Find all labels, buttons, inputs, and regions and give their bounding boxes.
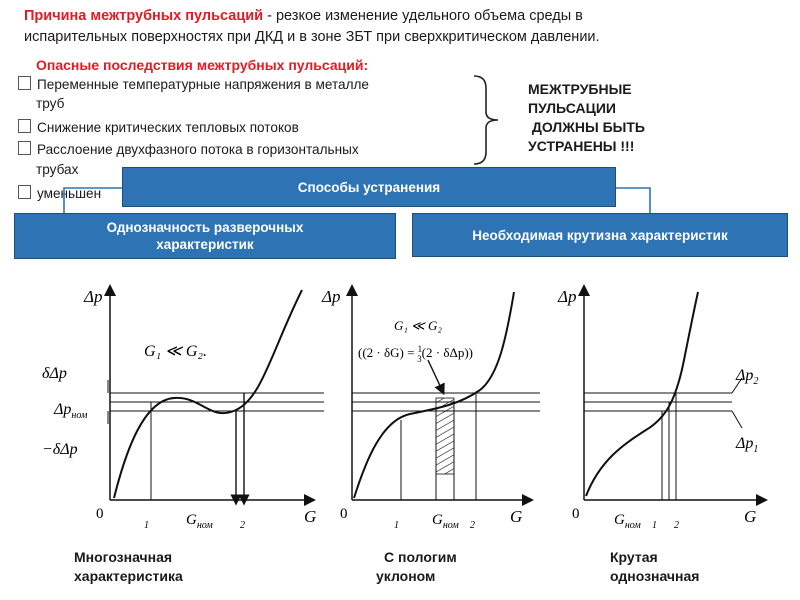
- consequence-item: Переменные температурные напряжения в ме…: [18, 76, 478, 94]
- steepness-box: Необходимая крутизна характеристик: [412, 213, 788, 257]
- g-axis-label: G: [744, 507, 756, 526]
- plus-delta-label: δΔp: [42, 365, 67, 382]
- callout-text: МЕЖТРУБНЫЕ ПУЛЬСАЦИИ ДОЛЖНЫ БЫТЬ УСТРАНЕ…: [528, 81, 645, 154]
- graph-multivalued: Δp G 0 G₁ ≪ G₂. δΔp Δpном −δΔp 1 Gном 2: [42, 284, 324, 531]
- g2-tick: 2: [240, 520, 245, 531]
- checkbox-icon: [18, 185, 31, 199]
- dp-axis-label: Δp: [83, 287, 102, 306]
- intro-title: Причина межтрубных пульсаций: [24, 8, 264, 24]
- relation-label: G₁ ≪ G₂: [394, 318, 442, 333]
- graph-steep: Δp G 0 Δp2 Δp1 Gном 1 2: [557, 284, 768, 531]
- consequence-item-cont: труб: [36, 96, 65, 111]
- dp2-label: Δp2: [735, 367, 758, 387]
- nominal-dp-label: Δpном: [53, 401, 88, 421]
- g1-tick: 1: [144, 520, 149, 531]
- consequences-title: Опасные последствия межтрубных пульсаций…: [36, 57, 369, 73]
- intro-paragraph: Причина межтрубных пульсаций - резкое из…: [24, 6, 744, 48]
- relation-label: G₁ ≪ G₂.: [144, 343, 207, 360]
- dp-axis-label: Δp: [557, 287, 576, 306]
- zero-label: 0: [96, 506, 104, 522]
- checkbox-icon: [18, 141, 31, 155]
- g1-tick: 1: [394, 520, 399, 531]
- checkbox-icon: [18, 119, 31, 133]
- dp1-label: Δp1: [735, 435, 758, 455]
- consequence-item: Снижение критических тепловых потоков: [18, 119, 478, 137]
- consequence-item: Расслоение двухфазного потока в горизонт…: [18, 141, 478, 159]
- zero-label: 0: [340, 506, 348, 522]
- g-axis-label: G: [304, 507, 316, 526]
- characteristic-curve: [113, 289, 303, 499]
- minus-delta-label: −δΔp: [42, 441, 78, 458]
- checkbox-icon: [18, 76, 31, 90]
- g1-tick: 1: [652, 520, 657, 531]
- gnom-tick: Gном: [432, 512, 459, 531]
- curly-brace-icon: [473, 75, 499, 165]
- g2-tick: 2: [470, 520, 475, 531]
- intro-text-1: - резкое изменение удельного объема сред…: [263, 8, 583, 24]
- g2-tick: 2: [674, 520, 679, 531]
- gnom-tick: Gном: [614, 512, 641, 531]
- zero-label: 0: [572, 506, 580, 522]
- g-axis-label: G: [510, 507, 522, 526]
- methods-box: Способы устранения: [122, 167, 616, 207]
- consequence-item-cont: трубах: [36, 162, 79, 177]
- gnom-tick: Gном: [186, 512, 213, 531]
- characteristic-curve: [585, 291, 699, 497]
- dp-axis-label: Δp: [321, 287, 340, 306]
- intro-text-2: испарительных поверхностях при ДКД и в з…: [24, 29, 600, 45]
- hatched-zone: [435, 397, 455, 475]
